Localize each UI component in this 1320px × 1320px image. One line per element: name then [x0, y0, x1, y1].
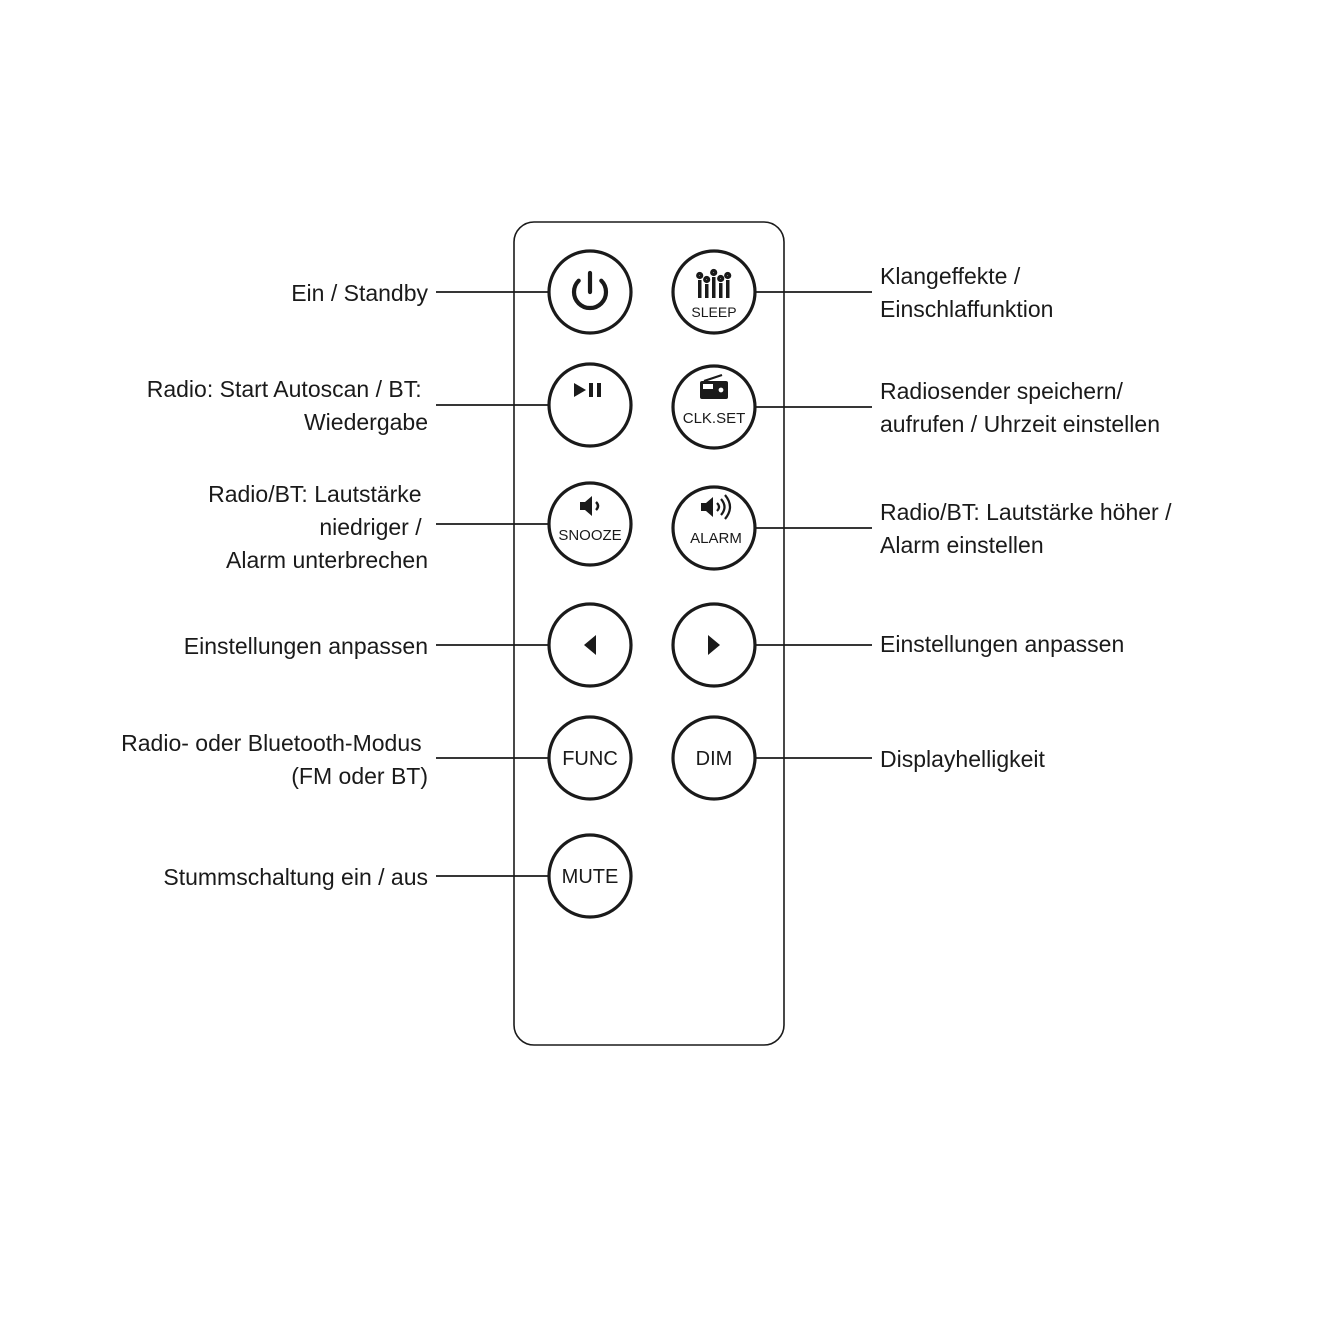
callout-alarm: Radio/BT: Lautstärke höher / Alarm einst… [880, 499, 1178, 558]
alarm-button[interactable]: ALARM [671, 485, 757, 571]
func-button-label: FUNC [562, 748, 618, 770]
equalizer-bars-icon [696, 268, 732, 298]
clk-set-button[interactable]: CLK.SET [671, 364, 757, 450]
callout-play-pause: Radio: Start Autoscan / BT: Wiedergabe [147, 376, 428, 435]
callout-dim: Displayhelligkeit [880, 746, 1046, 772]
mute-button[interactable]: MUTE [547, 833, 633, 919]
func-button[interactable]: FUNC [547, 715, 633, 801]
callout-clk-set: Radiosender speichern/ aufrufen / Uhrzei… [880, 378, 1160, 437]
snooze-button[interactable]: SNOOZE [547, 481, 633, 567]
play-pause-button[interactable] [547, 362, 633, 448]
callouts-right: Klangeffekte / Einschlaffunktion Radiose… [880, 263, 1178, 772]
sleep-button-label: SLEEP [691, 304, 736, 320]
power-button[interactable] [547, 249, 633, 335]
callout-left: Einstellungen anpassen [184, 633, 428, 659]
callout-func: Radio- oder Bluetooth-Modus (FM oder BT) [121, 730, 428, 789]
clk-set-button-label: CLK.SET [683, 410, 746, 427]
mute-button-label: MUTE [562, 866, 619, 888]
leader-lines [436, 291, 872, 877]
speaker-low-icon [580, 496, 600, 516]
callout-snooze: Radio/BT: Lautstärke niedriger / Alarm u… [208, 481, 428, 573]
callout-mute: Stummschaltung ein / aus [163, 864, 428, 890]
callouts-left: Ein / Standby Radio: Start Autoscan / BT… [121, 280, 428, 890]
speaker-high-icon [701, 494, 732, 520]
dim-button-label: DIM [696, 748, 733, 770]
callout-power: Ein / Standby [291, 280, 428, 306]
callout-sleep: Klangeffekte / Einschlaffunktion [880, 263, 1053, 322]
callout-right: Einstellungen anpassen [880, 631, 1124, 657]
dim-button[interactable]: DIM [671, 715, 757, 801]
alarm-button-label: ALARM [690, 530, 742, 547]
right-button[interactable] [671, 602, 757, 688]
radio-icon [700, 373, 728, 399]
triangle-left-icon [584, 635, 596, 655]
snooze-button-label: SNOOZE [558, 527, 621, 544]
play-pause-icon [574, 383, 601, 397]
sleep-button[interactable]: SLEEP [671, 249, 757, 335]
power-icon [571, 270, 609, 311]
left-button[interactable] [547, 602, 633, 688]
triangle-right-icon [708, 635, 720, 655]
